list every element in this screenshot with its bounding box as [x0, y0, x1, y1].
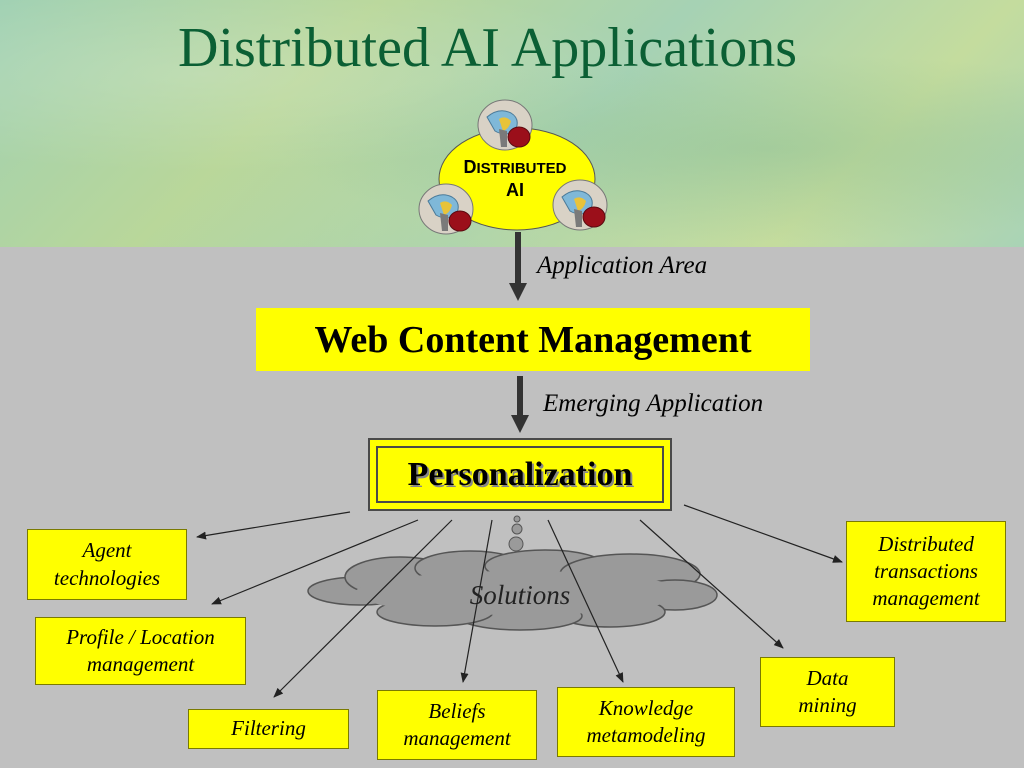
- box-line: management: [86, 652, 195, 676]
- box-line: metamodeling: [586, 723, 706, 747]
- data-mining-box: Data mining: [760, 657, 895, 727]
- arrow-to-distributed: [683, 504, 843, 563]
- profile-location-box: Profile / Location management: [35, 617, 246, 685]
- personalization-box: Personalization: [368, 438, 672, 511]
- box-line: technologies: [53, 565, 161, 590]
- emerging-application-label: Emerging Application: [543, 390, 764, 417]
- page-title: Distributed AI Applications: [177, 17, 798, 79]
- box-line: Filtering: [231, 716, 306, 741]
- distributed-ai-label: DISTRIBUTED AI: [455, 156, 575, 201]
- application-area-label: Application Area: [537, 252, 708, 279]
- brain-icon: [552, 179, 608, 231]
- thought-bubble: [511, 523, 523, 535]
- distributed-ai-rest: ISTRIBUTED: [476, 160, 567, 177]
- filtering-box: Filtering: [188, 709, 349, 749]
- box-line: transactions: [874, 558, 978, 583]
- box-line: Beliefs: [428, 698, 486, 723]
- box-line: Knowledge: [598, 695, 694, 720]
- thought-bubble: [513, 515, 521, 523]
- brain-icon: [477, 99, 533, 151]
- box-line: mining: [798, 693, 857, 717]
- box-line: Agent: [82, 538, 132, 563]
- knowledge-metamodeling-box: Knowledge metamodeling: [557, 687, 735, 757]
- arrow-to-profile: [211, 519, 419, 605]
- arrow-to-filtering: [273, 519, 453, 698]
- arrow-to-beliefs: [460, 519, 493, 683]
- arrow-to-agent: [196, 511, 351, 540]
- beliefs-management-box: Beliefs management: [377, 690, 537, 760]
- personalization-label: Personalization: [376, 446, 664, 503]
- arrow-to-data-mining: [639, 519, 784, 649]
- box-line: Distributed: [878, 531, 974, 556]
- web-content-management-box: Web Content Management: [256, 308, 810, 371]
- distributed-ai-cap: D: [463, 157, 477, 177]
- box-line: Data: [806, 665, 849, 690]
- box-line: management: [403, 726, 511, 750]
- arrow-to-knowledge: [547, 519, 624, 683]
- box-line: management: [872, 586, 980, 611]
- distributed-ai-ai: AI: [506, 179, 524, 200]
- solutions-label: Solutions: [469, 580, 571, 610]
- thought-bubble: [508, 536, 524, 552]
- brain-icon: [418, 183, 474, 235]
- box-line: Profile / Location: [66, 624, 215, 649]
